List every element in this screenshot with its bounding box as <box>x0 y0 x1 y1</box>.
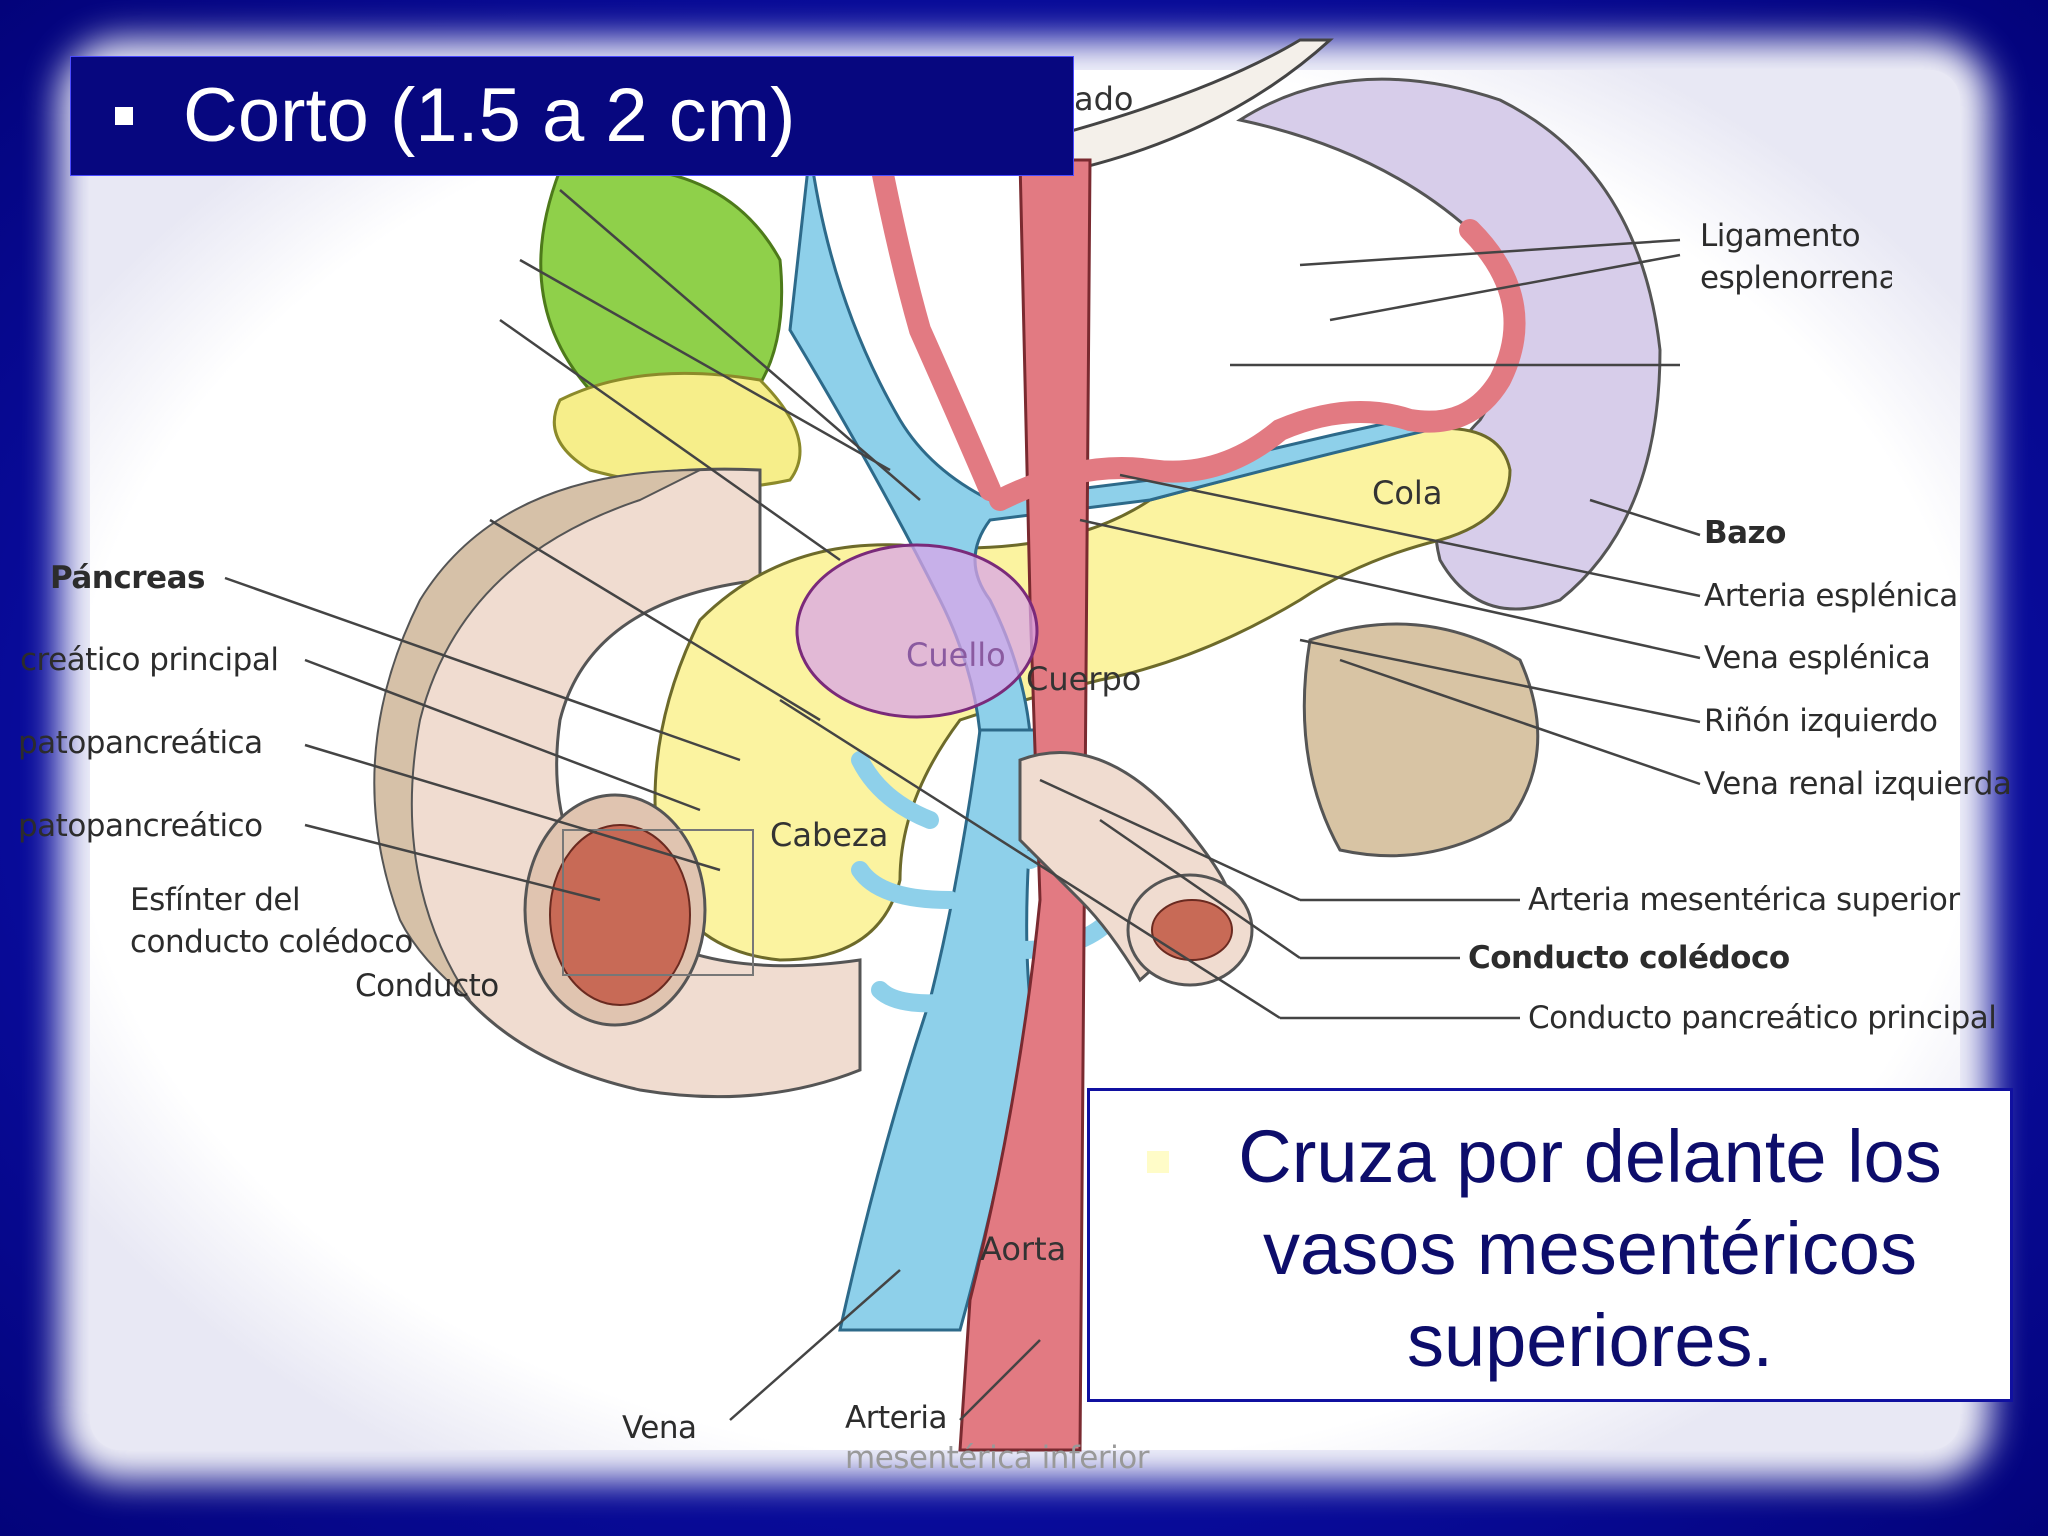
label-main-duct-left: creático principal <box>20 642 279 678</box>
label-spleen: Bazo <box>1704 515 1786 551</box>
body-label: Cuerpo <box>1026 660 1142 698</box>
liver-label: ado <box>1074 80 1134 118</box>
label-splenic-artery: Arteria esplénica <box>1704 578 1958 614</box>
label-common-bile-duct: Conducto colédoco <box>1468 940 1790 976</box>
label-left-renal-vein: Vena renal izquierda <box>1704 766 2012 802</box>
label-sphincter-line2: conducto colédoco <box>130 924 413 960</box>
label-ligament-line1: Ligamento <box>1700 218 1861 254</box>
hepatic-artery <box>869 149 1001 501</box>
callout-text: Cruza por delante los vasos mesentéricos… <box>1238 1115 1942 1382</box>
tail-label: Cola <box>1372 474 1443 512</box>
aorta-label: Aorta <box>980 1230 1067 1268</box>
splenic-artery <box>989 219 1526 511</box>
duodenum-mucosa-left <box>549 824 691 1006</box>
neck-label: Cuello <box>906 636 1006 674</box>
callout-box: Cruza por delante los vasos mesentéricos… <box>1087 1088 2013 1402</box>
label-left-kidney: Riñón izquierdo <box>1704 703 1938 739</box>
head-label: Cabeza <box>770 816 889 854</box>
label-conducto: Conducto <box>355 968 499 1004</box>
duodenum-mucosa-right <box>1151 899 1233 961</box>
left-kidney <box>1302 622 1540 858</box>
duodenum-band <box>373 469 701 1001</box>
label-splenic-vein: Vena esplénica <box>1704 640 1931 676</box>
label-sphincter-line1: Esfínter del <box>130 882 301 918</box>
title-bullet <box>115 107 133 125</box>
label-hepatopancreatic-ampulla: patopancreática <box>18 725 263 761</box>
label-main-pancreatic-duct: Conducto pancreático principal <box>1528 1000 1997 1036</box>
label-vein-bottom: Vena <box>622 1410 697 1446</box>
liver-edge <box>995 38 1334 177</box>
leader-lines-bottom <box>729 1269 1041 1421</box>
superior-mesenteric-vein <box>838 728 1042 1332</box>
label-artery-bottom: Arteria <box>845 1400 948 1436</box>
leader-lines-left <box>224 189 921 902</box>
label-superior-mesenteric-artery: Arteria mesentérica superior <box>1528 882 1960 918</box>
slide-title-box: Corto (1.5 a 2 cm) <box>70 56 1074 176</box>
leader-lines-right <box>779 238 1701 1020</box>
label-ligament-line2: esplenorrena <box>1700 260 1892 296</box>
inferior-mesenteric-artery <box>1019 1309 1051 1391</box>
papilla-inset-box <box>562 829 754 976</box>
label-hepatopancreatic-sphincter: patopancreático <box>18 808 263 844</box>
callout-bullet <box>1147 1151 1169 1173</box>
label-pancreas: Páncreas <box>50 560 205 596</box>
slide-title: Corto (1.5 a 2 cm) <box>183 73 796 158</box>
neck-highlight <box>795 543 1039 719</box>
label-inferior-mesenteric: mesentérica inferior <box>845 1440 1149 1476</box>
